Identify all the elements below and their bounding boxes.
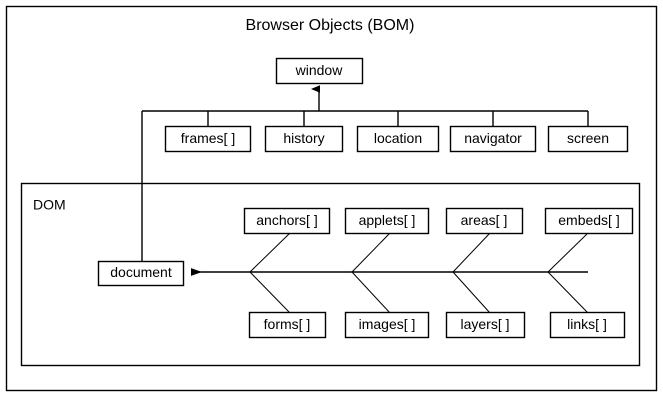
- node-window-box[interactable]: [275, 57, 364, 85]
- node-applets-box[interactable]: [344, 207, 430, 235]
- node-forms-label: forms[ ]: [264, 316, 311, 332]
- node-anchors-box[interactable]: [243, 207, 331, 235]
- node-anchors-label: anchors[ ]: [256, 212, 317, 228]
- diagram-title: Browser Objects (BOM): [246, 17, 415, 34]
- node-window-label: window: [295, 62, 344, 78]
- edge-spine-to-embeds: [547, 232, 589, 273]
- node-document-label: document: [110, 264, 172, 280]
- node-layers-box[interactable]: [445, 311, 526, 339]
- node-location-label: location: [374, 130, 422, 146]
- node-embeds-box[interactable]: [544, 207, 634, 235]
- node-images-label: images[ ]: [359, 316, 416, 332]
- node-history-label: history: [283, 130, 324, 146]
- node-layers-label: layers[ ]: [460, 316, 509, 332]
- node-forms-box[interactable]: [248, 311, 327, 339]
- node-screen-box[interactable]: [547, 125, 629, 153]
- node-embeds-label: embeds[ ]: [558, 212, 619, 228]
- edge-spine-to-applets: [351, 232, 391, 273]
- edge-spine-to-images: [351, 271, 391, 314]
- node-links-label: links[ ]: [567, 316, 607, 332]
- edge-spine-to-forms: [249, 271, 291, 314]
- node-areas-box[interactable]: [445, 207, 524, 235]
- node-location-box[interactable]: [356, 125, 440, 153]
- node-navigator-box[interactable]: [449, 125, 537, 153]
- node-frames-label: frames[ ]: [181, 130, 235, 146]
- node-images-box[interactable]: [344, 311, 430, 339]
- node-document-box[interactable]: [97, 260, 185, 287]
- dom-group-frame: [20, 182, 641, 367]
- dom-group-label: DOM: [33, 197, 66, 213]
- node-navigator-label: navigator: [464, 130, 522, 146]
- edge-spine-to-links: [547, 271, 589, 314]
- node-applets-label: applets[ ]: [359, 212, 416, 228]
- node-screen-label: screen: [567, 130, 609, 146]
- outer-border: [5, 5, 658, 392]
- node-areas-label: areas[ ]: [461, 212, 508, 228]
- node-frames-box[interactable]: [164, 125, 252, 153]
- node-links-box[interactable]: [549, 311, 626, 339]
- node-history-box[interactable]: [264, 125, 344, 153]
- edge-spine-to-layers: [452, 271, 491, 314]
- edge-spine-to-areas: [452, 232, 491, 273]
- edge-spine-to-anchors: [249, 232, 291, 273]
